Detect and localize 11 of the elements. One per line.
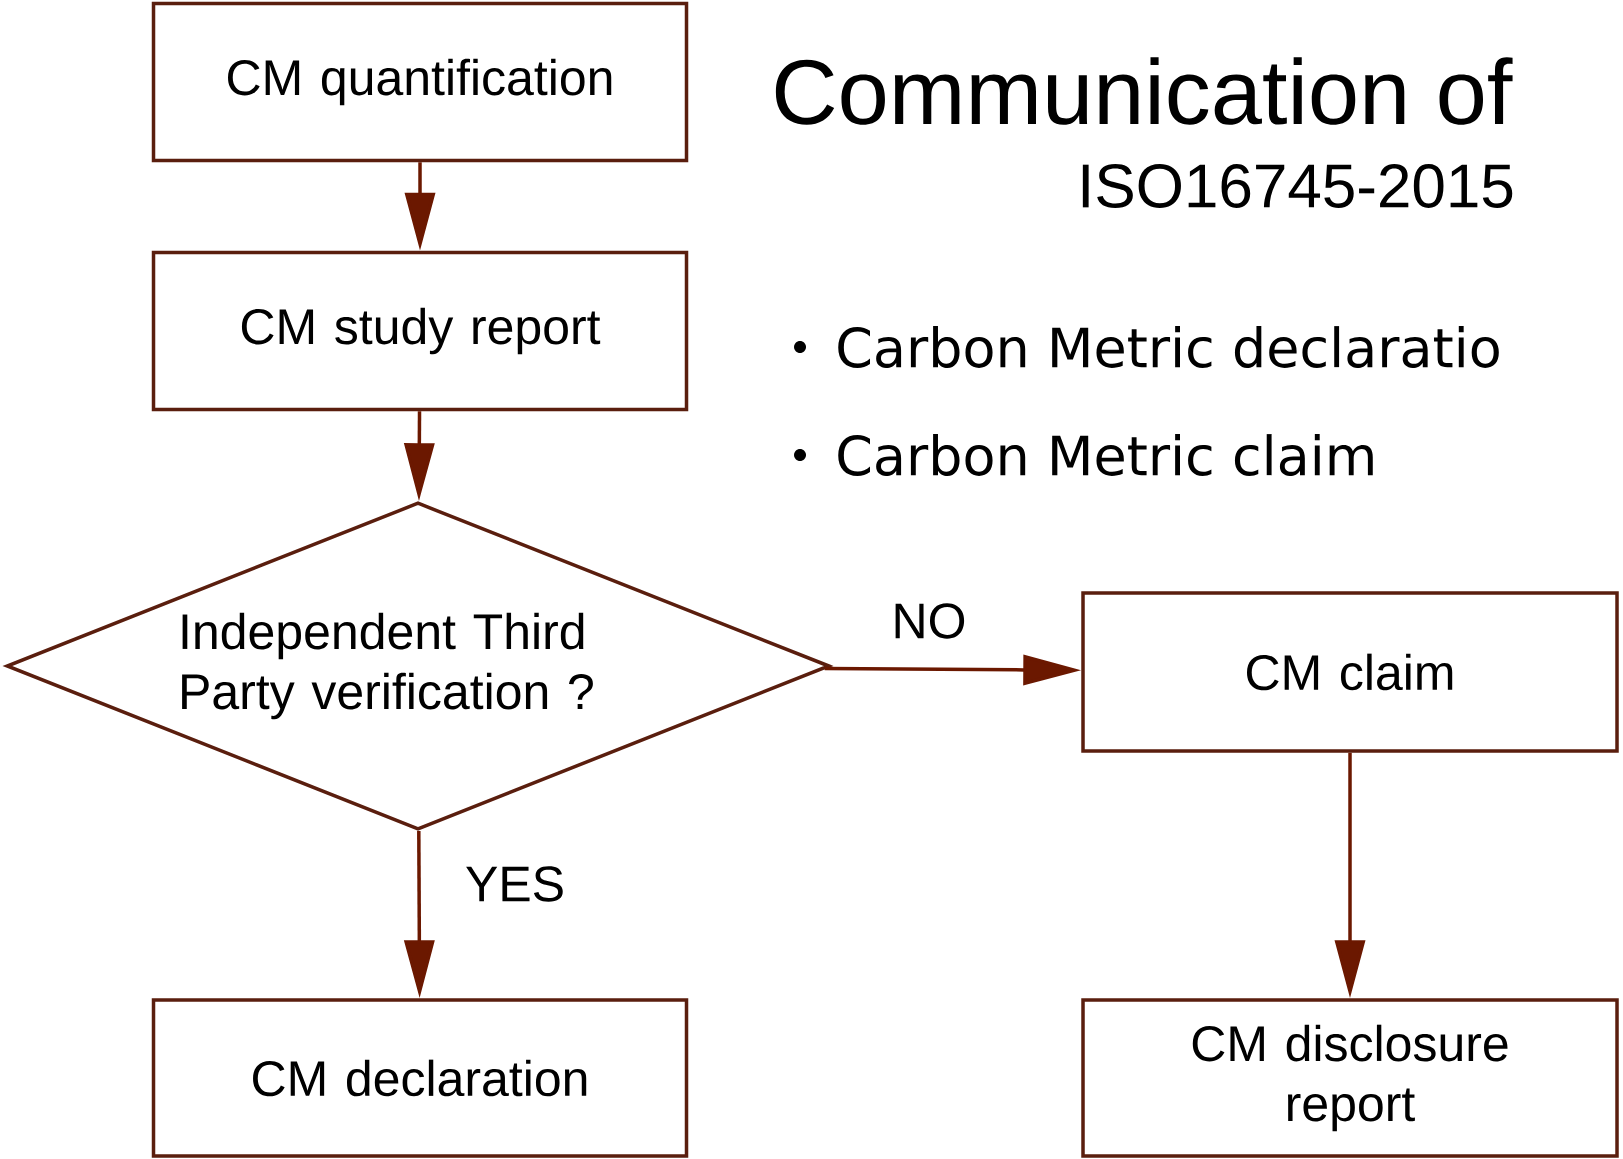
bullet-text: Carbon Metric claim	[838, 434, 1373, 476]
process-box: CM claim	[1081, 591, 1619, 753]
edge-label: YES	[466, 866, 563, 902]
process-box: CM disclosure report	[1081, 998, 1619, 1158]
title: Communication of	[775, 57, 1513, 125]
process-box: CM declaration	[151, 998, 689, 1158]
process-box: CM quantification	[151, 1, 689, 163]
process-box: CM study report	[151, 250, 689, 412]
subtitle: ISO16745-2015	[1082, 164, 1513, 208]
bullet-text: Carbon Metric declaratio	[838, 326, 1499, 368]
edge-label: NO	[895, 603, 965, 639]
